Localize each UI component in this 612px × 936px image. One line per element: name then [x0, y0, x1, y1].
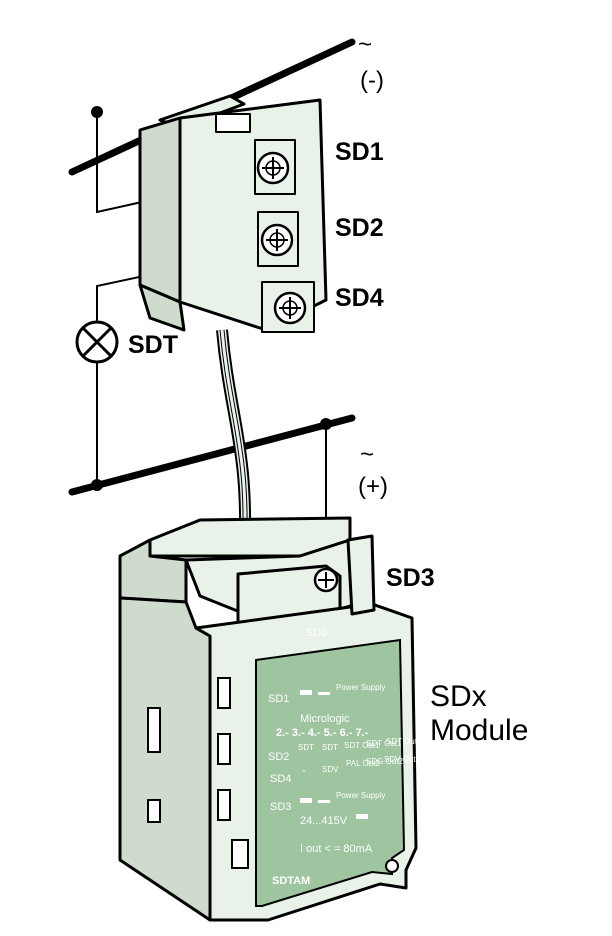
sdt-lamp-icon — [75, 320, 119, 364]
junction-lamp-pos — [91, 479, 103, 491]
positive-tilde: ~ — [360, 441, 374, 468]
module-label-line1: SDx — [430, 680, 487, 713]
mounting-hole — [385, 859, 399, 873]
terminal-sd3-label: SD3 — [386, 564, 435, 592]
plate-sd2-out1b: SDT Out1 — [366, 739, 402, 748]
negative-label: (-) — [360, 67, 384, 94]
screw-sd2-icon — [260, 223, 294, 257]
plate-sd3-bar-2 — [318, 800, 330, 803]
plate-sd4: SD4 — [270, 773, 291, 785]
plate-sd4-dash: - — [302, 765, 306, 777]
screw-sd4-icon — [273, 291, 307, 325]
screw-sd3-icon — [313, 567, 339, 593]
terminal-sd2-label: SD2 — [335, 214, 384, 242]
plate-sd2-out1a: SDT Out1 — [344, 741, 380, 750]
plate-sd1: SD1 — [268, 693, 289, 705]
plate-iout: I out < = 80mA — [300, 843, 373, 855]
positive-label: (+) — [358, 473, 388, 500]
plate-versions: 2.- 3.- 4.- 5.- 6.- 7.- — [276, 727, 369, 739]
plate-power-supply-1: Power Supply — [336, 683, 385, 692]
plate-sd2-sdt: SDT — [298, 743, 314, 752]
plate-sd3-bar-1 — [300, 798, 312, 803]
positive-supply-bar — [68, 414, 356, 496]
side-slots — [147, 677, 249, 869]
screw-sd1-icon — [256, 151, 290, 185]
junction-pos-sd3 — [320, 418, 332, 430]
plate-sd1-bar-1 — [300, 690, 312, 695]
plate-micrologic: Micrologic — [300, 713, 350, 725]
plate-sd1-bar-2 — [318, 692, 330, 695]
terminal-sd4-label: SD4 — [335, 284, 384, 312]
plate-sd3-top: SD3 — [306, 627, 327, 639]
lamp-label: SDT — [128, 331, 178, 359]
plate-sd4-sdv2: SDV Out2 — [384, 755, 421, 764]
plate-voltage-bar — [356, 814, 368, 819]
module-label-plate — [255, 638, 406, 907]
plate-sd4-sdg: SDG Out2 — [366, 757, 403, 766]
plate-sd3: SD3 — [270, 801, 291, 813]
negative-tilde: ~ — [358, 31, 372, 58]
plate-sd2-sdt2: SDT — [322, 743, 338, 752]
plate-name: SDTAM — [272, 875, 310, 887]
module-label-line2: Module — [430, 714, 528, 747]
plate-sd2-out1c: SDT Out1 — [386, 737, 422, 746]
plate-power-supply-2: Power Supply — [336, 791, 385, 800]
plate-voltage: 24...415V — [300, 815, 348, 827]
plate-sd2: SD2 — [268, 751, 289, 763]
junction-neg — [91, 106, 103, 118]
terminal-sd1-label: SD1 — [335, 138, 384, 166]
plate-sd4-sdv: SDV — [322, 765, 339, 774]
plate-sd4-pal: PAL Out2 — [346, 759, 380, 768]
